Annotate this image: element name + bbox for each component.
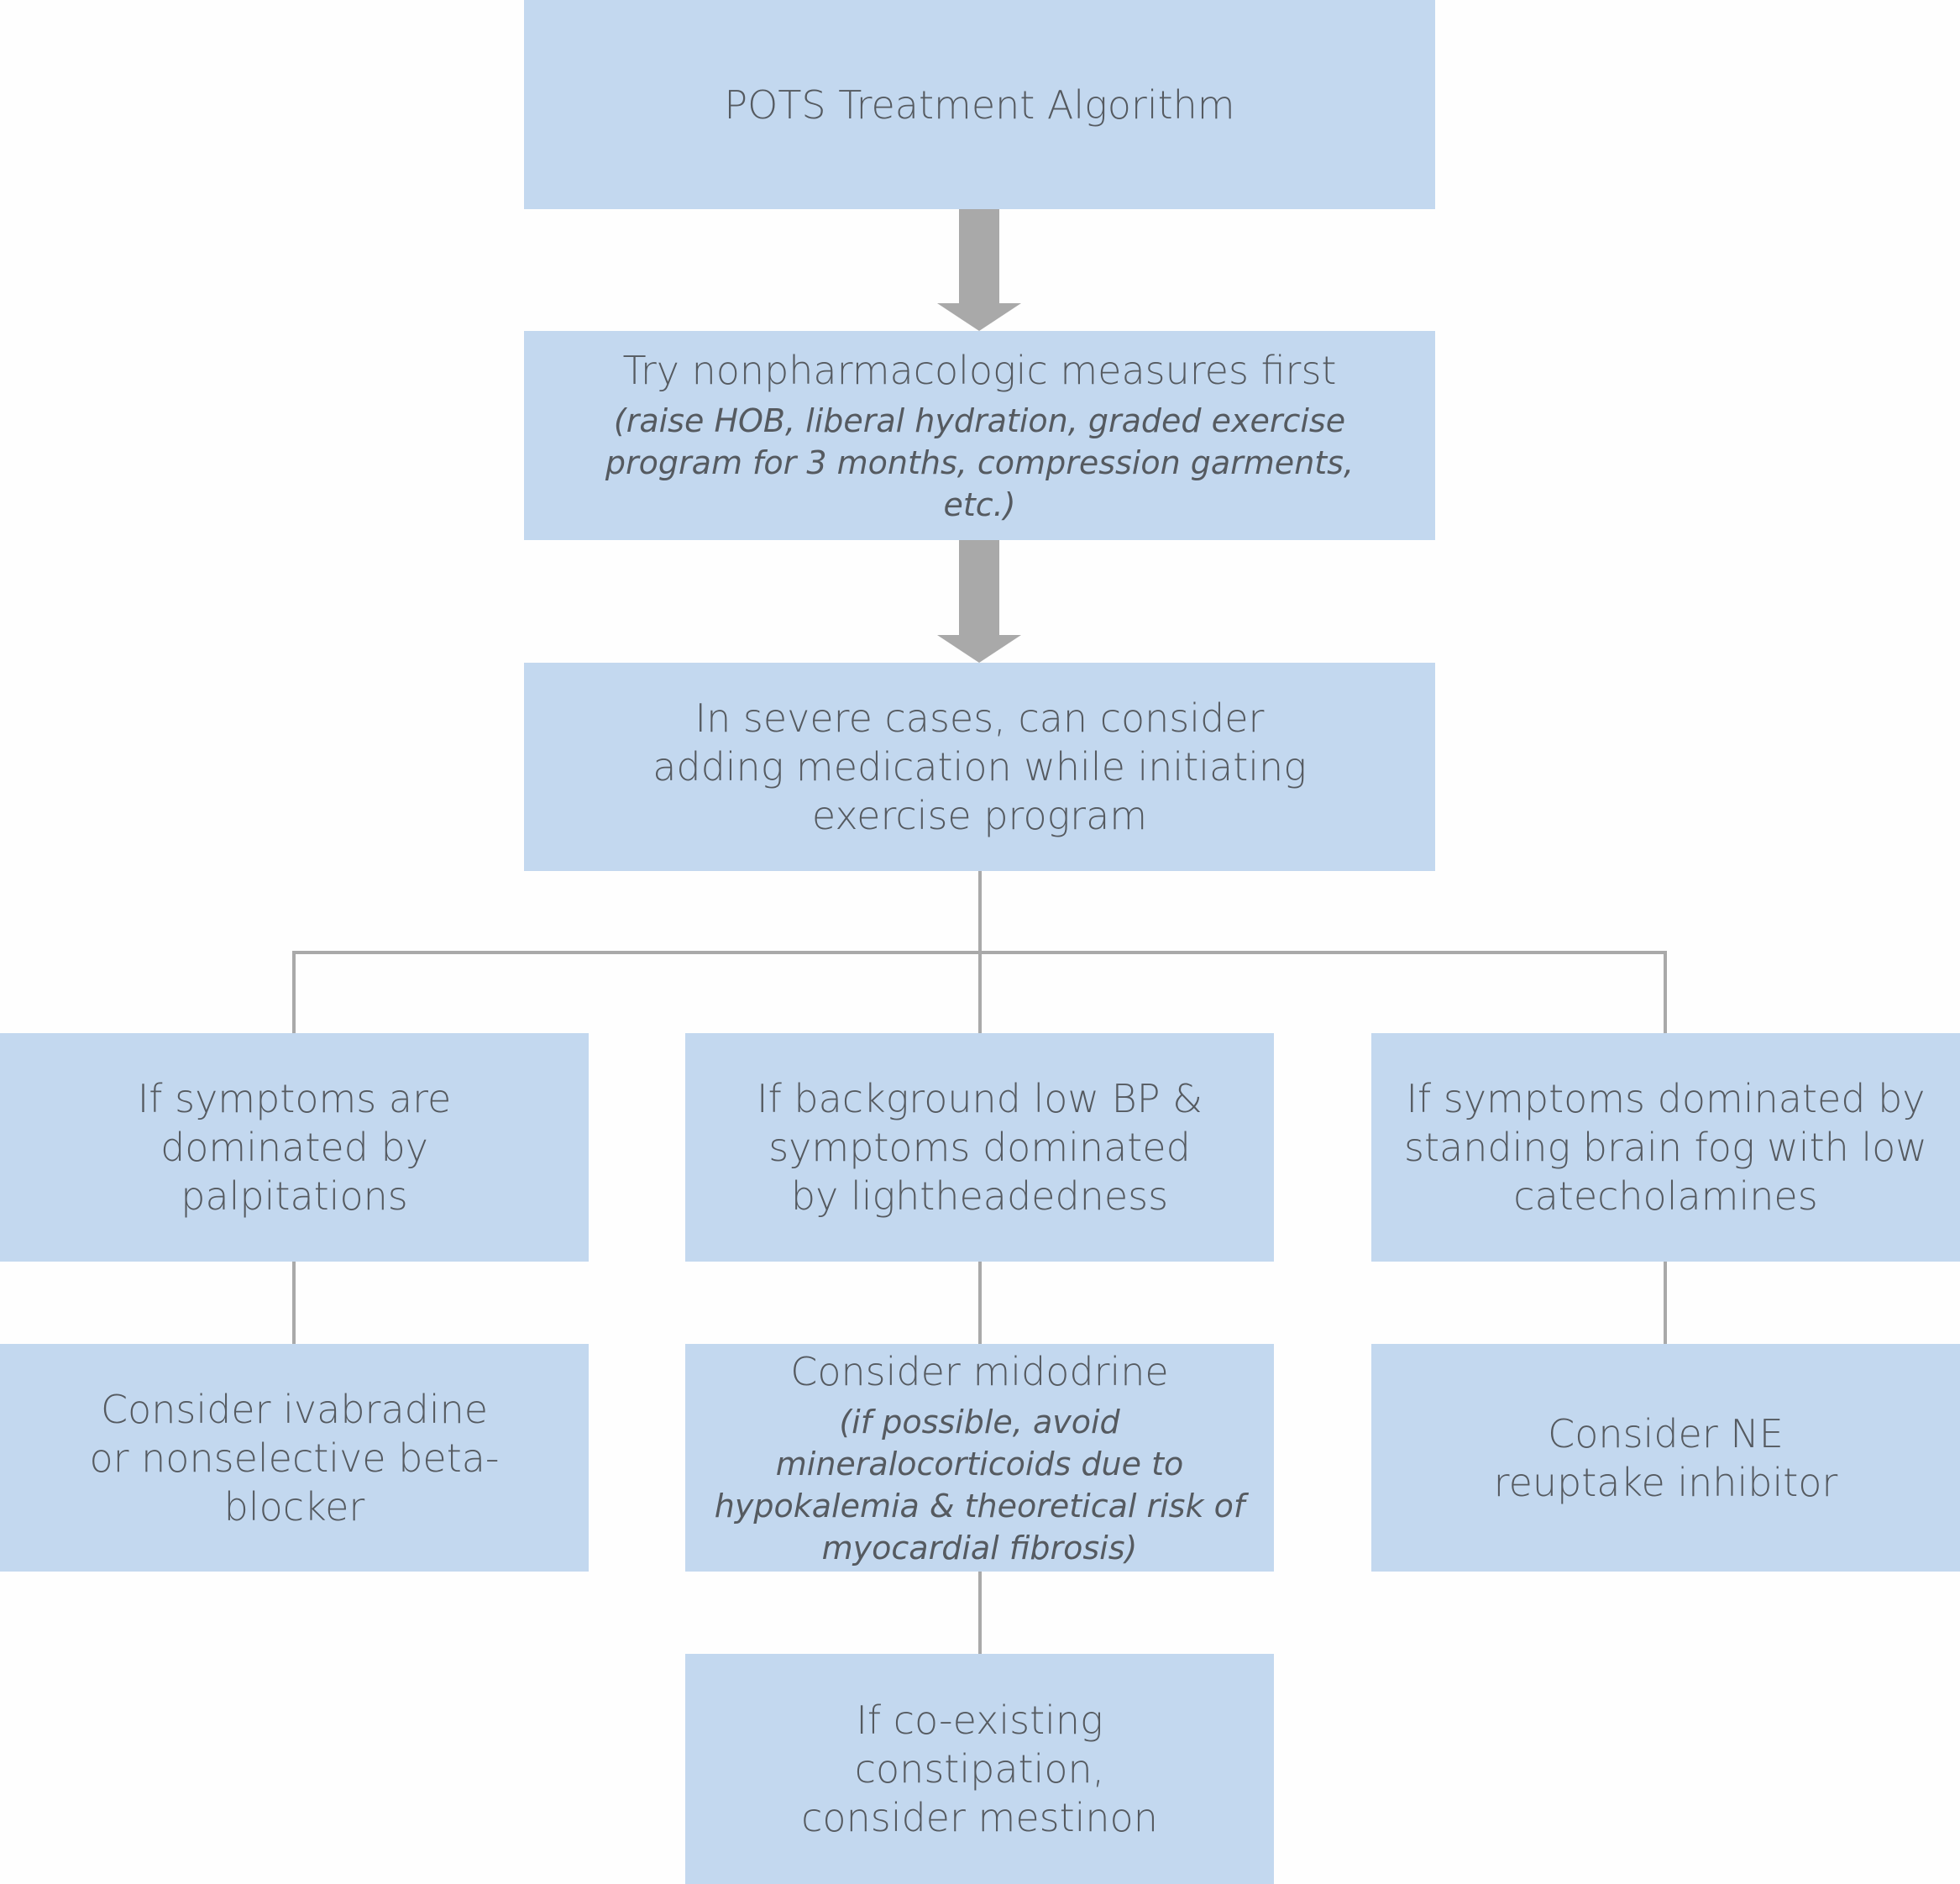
action-text: Consider ivabradine or nonselective beta…	[89, 1386, 500, 1530]
step-main-text: Try nonpharmacologic measures first	[622, 347, 1337, 393]
branch-condition-palpitations: If symptoms are dominated by palpitation…	[0, 1033, 589, 1262]
connector-right-lower	[1664, 1262, 1667, 1344]
step-nonpharmacologic: Try nonpharmacologic measures first (rai…	[524, 331, 1435, 540]
branch-condition-brain-fog: If symptoms dominated by standing brain …	[1371, 1033, 1960, 1262]
step-medication: In severe cases, can consider adding med…	[524, 663, 1435, 871]
title-text: POTS Treatment Algorithm	[724, 81, 1235, 128]
connector-right	[1664, 951, 1667, 1033]
down-arrow-icon	[937, 540, 1021, 663]
connector-left-lower	[292, 1262, 296, 1344]
title-box: POTS Treatment Algorithm	[524, 0, 1435, 209]
step-note-text: (raise HOB, liberal hydration, graded ex…	[605, 401, 1355, 523]
condition-text: If symptoms are dominated by palpitation…	[137, 1076, 452, 1219]
followup-mestinon: If co-existing constipation, consider me…	[685, 1654, 1274, 1884]
branch-action-ivabradine: Consider ivabradine or nonselective beta…	[0, 1344, 589, 1572]
condition-text: If symptoms dominated by standing brain …	[1404, 1076, 1927, 1219]
action-note-text: (if possible, avoid mineralocorticoids d…	[714, 1403, 1245, 1567]
connector-horizontal	[292, 951, 1667, 954]
connector-left	[292, 951, 296, 1033]
action-text: Consider NE reuptake inhibitor	[1493, 1410, 1838, 1505]
branch-action-midodrine: Consider midodrine (if possible, avoid m…	[685, 1344, 1274, 1572]
branch-condition-lightheadedness: If background low BP & symptoms dominate…	[685, 1033, 1274, 1262]
down-arrow-icon	[937, 209, 1021, 331]
action-text: Consider midodrine	[790, 1348, 1169, 1394]
followup-text: If co-existing constipation, consider me…	[801, 1698, 1158, 1840]
connector-center-lower	[978, 1262, 982, 1344]
condition-text: If background low BP & symptoms dominate…	[757, 1076, 1203, 1219]
step-main-text: In severe cases, can consider adding med…	[652, 695, 1307, 838]
connector-center-followup	[978, 1572, 982, 1654]
branch-action-ne-reuptake: Consider NE reuptake inhibitor	[1371, 1344, 1960, 1572]
